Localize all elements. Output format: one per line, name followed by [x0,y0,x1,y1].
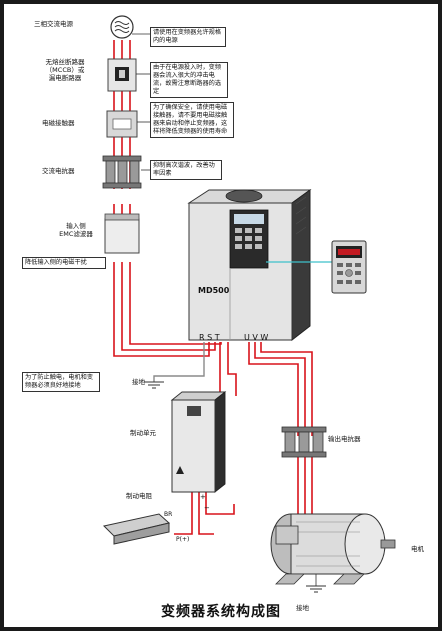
note-emi: 降低输入侧的电磁干扰 [22,257,106,270]
output-reactor [281,426,327,458]
label-brake-unit: 制动单元 [130,429,156,437]
uvw-terminal-label: U V W [244,333,269,342]
ground-wire [153,342,205,382]
note-breaker-selection: 由于在电源投入时，变频器会流入很大的冲击电流，故需注意断路器的选定 [150,62,228,99]
label-contactor: 电磁接触器 [42,119,75,127]
p-plus-terminal-label: P(+) [176,536,190,543]
note-power-spec: 请使用在变频器允许规格内的电源 [150,27,226,48]
label-output-reactor: 输出电抗器 [328,435,361,443]
note-grounding: 为了防止触电，电机和变频器必须良好地接地 [22,372,100,393]
drive-model-label: MD500 [198,286,230,295]
motor [270,513,396,585]
keypad-panel [331,240,367,294]
minus-terminal-label: − [204,504,210,512]
rst-terminal-label: R S T [199,333,220,342]
brake-resistor [102,513,171,545]
label-breaker: 无熔丝断路器 （MCCB）或 漏电断路器 [45,58,85,83]
plus-terminal-label: + [200,493,206,501]
label-brake-resistor: 制动电阻 [126,492,152,500]
diagram-title: 变频器系统构成图 [161,604,281,620]
mccb-breaker [107,58,137,92]
note-contactor-usage: 为了确保安全，请使用电磁接触器，请不要用电磁接触器来启动和停止变频器，这样将降低… [150,102,234,139]
ground-symbol [144,381,164,389]
ac-source-icon [110,15,134,39]
label-ground: 接地 [132,378,145,386]
emc-filter [104,213,140,254]
diagram-canvas [102,15,396,593]
drive-unit [187,189,312,342]
brake-unit [170,391,227,493]
motor-ground-symbol [306,585,326,593]
label-motor-ground: 接地 [296,604,309,612]
ac-reactor [102,155,142,189]
note-harmonics: 抑制高次谐波，改善功率因素 [150,160,222,181]
label-emc-filter: 输入侧 EMC滤波器 [59,222,93,239]
label-reactor: 交流电抗器 [42,167,75,175]
system-diagram: 三相交流电源 无熔丝断路器 （MCCB）或 漏电断路器 电磁接触器 交流电抗器 … [4,4,438,627]
label-power-source: 三相交流电源 [34,20,73,28]
br-terminal-label: BR [164,511,173,518]
magnetic-contactor [106,110,138,138]
label-motor: 电机 [411,545,424,553]
brake-wires [174,492,235,535]
output-wires [219,342,313,528]
